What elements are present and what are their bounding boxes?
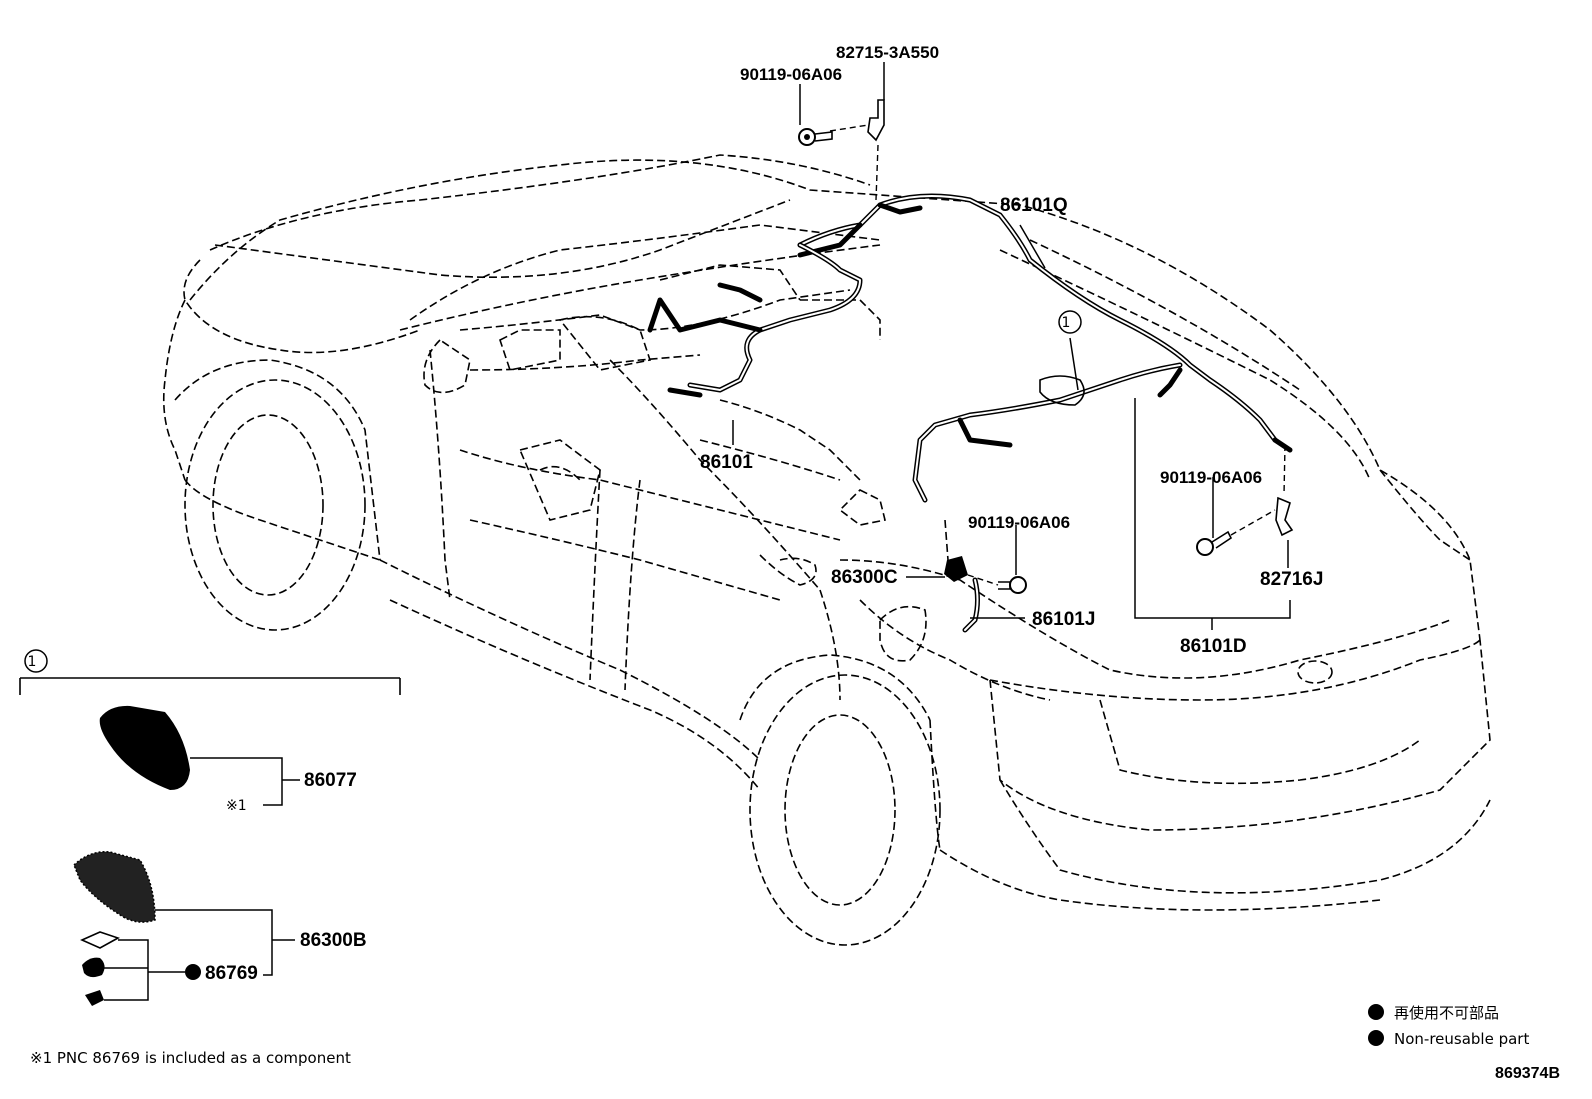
label-86101J: 86101J: [1032, 609, 1095, 630]
label-86769: 86769: [205, 963, 258, 984]
label-82716J: 82716J: [1260, 569, 1323, 590]
gasket-parts: [80, 931, 185, 1006]
bolt-mid: [967, 525, 1027, 594]
bolt-right: [1196, 477, 1276, 556]
label-82715: 82715-3A550: [836, 43, 939, 62]
label-86300B: 86300B: [300, 930, 367, 951]
diagram-id: 869374B: [1495, 1065, 1560, 1082]
wire-harness-86101D: [912, 362, 1183, 503]
legend-dot-jp: [1368, 1004, 1384, 1020]
circle-ref-car-label: 1: [1062, 315, 1071, 331]
wire-harness-86101: [647, 242, 863, 398]
legend-dot-en: [1368, 1030, 1384, 1046]
non-reusable-dot-86769: [185, 964, 201, 980]
antenna-base-86300B: [73, 851, 295, 976]
group-bracket: [19, 677, 401, 695]
legend-en: Non-reusable part: [1394, 1030, 1529, 1048]
footnote: ※1 PNC 86769 is included as a component: [30, 1049, 351, 1067]
antenna-cover-86077: [99, 705, 300, 806]
label-86077: 86077: [304, 770, 357, 791]
label-90119-top: 90119-06A06: [740, 65, 842, 84]
label-86101D: 86101D: [1180, 636, 1247, 657]
circle-ref-group: [24, 649, 48, 673]
bracket-82715: [829, 62, 885, 201]
antenna-amplifier-86300C: [944, 519, 968, 582]
label-90119-mid: 90119-06A06: [968, 513, 1070, 532]
car-body-outline: [162, 154, 1491, 946]
note-mark: ※1: [226, 798, 247, 814]
circle-ref-car: [1058, 310, 1082, 334]
wire-harness-86101Q: [797, 193, 1293, 453]
label-86101: 86101: [700, 452, 753, 473]
bolt-top: [798, 84, 833, 146]
label-86101Q: 86101Q: [1000, 195, 1068, 216]
roof-antenna-mark: [1039, 337, 1085, 406]
legend-jp: 再使用不可部品: [1394, 1004, 1499, 1022]
clip-82716J: [1275, 444, 1294, 568]
circle-ref-group-label: 1: [28, 654, 37, 670]
label-86300C: 86300C: [831, 567, 898, 588]
wire-harness-86101J: [962, 577, 980, 633]
leader-lines: [732, 224, 1291, 630]
label-90119-right: 90119-06A06: [1160, 468, 1262, 487]
